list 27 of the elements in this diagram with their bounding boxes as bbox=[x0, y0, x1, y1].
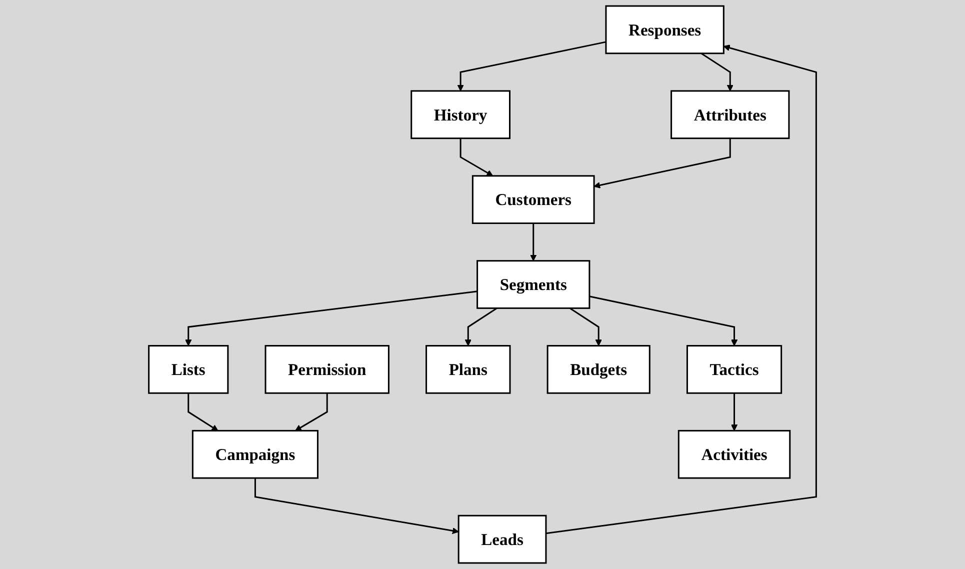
node-box: Tactics bbox=[686, 345, 782, 394]
arrow bbox=[700, 52, 734, 92]
node-box: Permission bbox=[264, 345, 390, 394]
arrow bbox=[185, 290, 478, 346]
node-box: Responses bbox=[605, 5, 724, 54]
arrow bbox=[569, 308, 602, 346]
arrow bbox=[188, 393, 218, 431]
node-box: Lists bbox=[148, 345, 229, 394]
arrow bbox=[464, 308, 498, 346]
arrow bbox=[295, 393, 328, 431]
node-box: Budgets bbox=[546, 345, 650, 394]
arrow bbox=[546, 44, 817, 534]
arrow bbox=[589, 296, 738, 346]
node-box: Segments bbox=[476, 260, 590, 309]
arrow bbox=[254, 478, 459, 534]
arrow bbox=[460, 138, 494, 176]
node-box: History bbox=[410, 90, 510, 140]
node-box: Plans bbox=[426, 345, 511, 394]
node-box: Activities bbox=[678, 430, 791, 479]
arrow bbox=[457, 41, 606, 92]
arrow bbox=[730, 393, 738, 431]
node-box: Customers bbox=[472, 175, 595, 224]
node-box: Leads bbox=[458, 514, 547, 564]
node-box: Attributes bbox=[670, 90, 790, 140]
arrow bbox=[594, 138, 731, 188]
arrow bbox=[530, 223, 537, 262]
node-box: Campaigns bbox=[192, 430, 318, 479]
